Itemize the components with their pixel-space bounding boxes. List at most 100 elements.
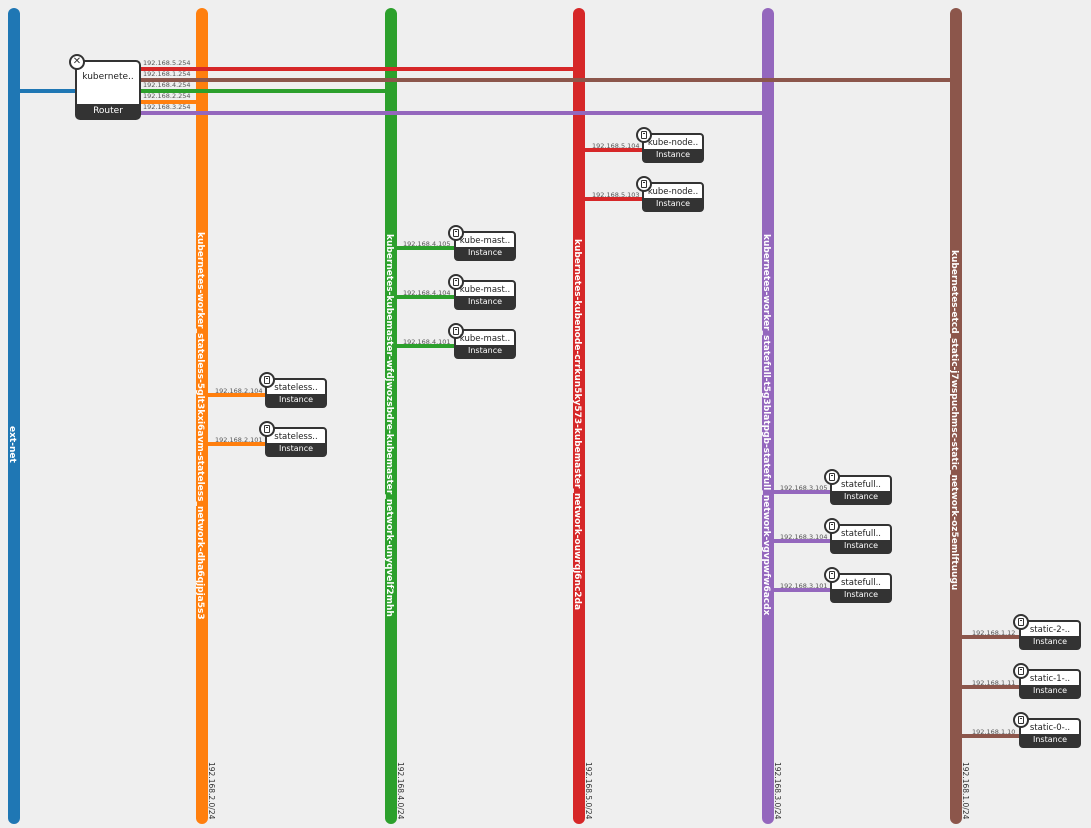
network-stateless[interactable]: kubernetes-worker_stateless-5glt3kxi6avm… [195,8,208,824]
instance-type: Instance [456,247,514,259]
instance-node[interactable]: statefull.. Instance [824,469,892,505]
instance-link [774,588,831,592]
instance-link [962,635,1019,639]
instance-ip: 192.168.4.101 [403,338,451,346]
network-ext-net[interactable]: ext-net [7,8,20,824]
instance-type: Instance [1021,685,1079,697]
instance-node[interactable]: kube-mast.. Instance [448,274,516,310]
instance-type: Instance [644,198,702,210]
instance-node[interactable]: static-0-.. Instance [1013,712,1081,748]
instance-ip: 192.168.5.103 [592,191,640,199]
instance-type: Instance [1021,636,1079,648]
instance-node[interactable]: static-2-.. Instance [1013,614,1081,650]
network-static[interactable]: kubernetes-etcd_static-j7wspuchmsc-stati… [949,8,962,824]
router-link [140,100,199,104]
instance-type: Instance [1021,734,1079,746]
instance-type: Instance [456,345,514,357]
router-gateway-link [20,89,76,93]
router-link [140,89,388,93]
network-name: kubernetes-etcd_static-j7wspuchmsc-stati… [949,250,959,591]
instance-type: Instance [644,149,702,161]
network-cidr: 192.168.5.0/24 [584,762,593,820]
instance-ip: 192.168.1.10 [972,728,1016,736]
router-node[interactable]: ✕ kubernete.. Router [69,54,141,120]
network-kubenode[interactable]: kubernetes-kubenode-crrkun5ky573-kubemas… [572,8,585,824]
instance-ip: 192.168.3.101 [780,582,828,590]
server-icon [448,323,464,339]
instance-type: Instance [267,394,325,406]
server-icon [824,518,840,534]
interface-ip: 192.168.2.254 [143,92,191,100]
router-link [140,78,953,82]
router-icon: ✕ [69,54,85,70]
interface-ip: 192.168.5.254 [143,59,191,67]
instance-type: Instance [832,589,890,601]
interface-ip: 192.168.3.254 [143,103,191,111]
server-icon [636,176,652,192]
instance-node[interactable]: kube-mast.. Instance [448,323,516,359]
instance-name: stateless.. [274,432,318,442]
instance-link [397,344,454,348]
server-icon [259,372,275,388]
instance-ip: 192.168.5.104 [592,142,640,150]
instance-link [208,393,265,397]
instance-name: statefull.. [840,529,882,539]
network-cidr: 192.168.3.0/24 [773,762,782,820]
network-cidr: 192.168.4.0/24 [396,762,405,820]
instance-type: Instance [267,443,325,455]
instance-ip: 192.168.1.11 [972,679,1016,687]
network-name: kubernetes-worker_statefull-t5g3blatpgb-… [761,234,771,616]
instance-link [585,148,642,152]
network-name: ext-net [7,426,17,463]
instance-link [397,295,454,299]
instance-ip: 192.168.2.104 [215,387,263,395]
instance-link [585,197,642,201]
server-icon [448,225,464,241]
router-link [140,67,576,71]
instance-ip: 192.168.4.105 [403,240,451,248]
network-name: kubernetes-kubenode-crrkun5ky573-kubemas… [572,239,582,611]
server-icon [1013,663,1029,679]
instance-node[interactable]: kube-node.. Instance [636,176,704,212]
instance-link [397,246,454,250]
instance-node[interactable]: static-1-.. Instance [1013,663,1081,699]
instance-link [208,442,265,446]
instance-name: static-2-.. [1029,625,1071,635]
instance-ip: 192.168.3.104 [780,533,828,541]
network-kubemaster[interactable]: kubernetes-kubemaster-wfdjwozsbdre-kubem… [384,8,397,824]
network-cidr: 192.168.1.0/24 [961,762,970,820]
server-icon [259,421,275,437]
instance-node[interactable]: statefull.. Instance [824,567,892,603]
instance-node[interactable]: kube-node.. Instance [636,127,704,163]
server-icon [824,469,840,485]
instance-link [962,734,1019,738]
server-icon [1013,712,1029,728]
interface-ip: 192.168.4.254 [143,81,191,89]
instance-type: Instance [832,491,890,503]
network-cidr: 192.168.2.0/24 [207,762,216,820]
instance-name: static-1-.. [1029,674,1071,684]
instance-link [774,539,831,543]
server-icon [636,127,652,143]
router-link [140,111,765,115]
instance-node[interactable]: kube-mast.. Instance [448,225,516,261]
interface-ip: 192.168.1.254 [143,70,191,78]
instance-name: kube-node.. [647,187,699,197]
network-name: kubernetes-worker_stateless-5glt3kxi6avm… [195,232,205,620]
server-icon [1013,614,1029,630]
instance-node[interactable]: statefull.. Instance [824,518,892,554]
instance-node[interactable]: stateless.. Instance [259,421,327,457]
server-icon [824,567,840,583]
instance-name: kube-node.. [647,138,699,148]
network-statefull[interactable]: kubernetes-worker_statefull-t5g3blatpgb-… [761,8,774,824]
instance-node[interactable]: stateless.. Instance [259,372,327,408]
server-icon [448,274,464,290]
instance-name: kube-mast.. [459,285,511,295]
instance-name: stateless.. [274,383,318,393]
instance-link [774,490,831,494]
instance-ip: 192.168.3.105 [780,484,828,492]
instance-type: Instance [832,540,890,552]
instance-ip: 192.168.2.101 [215,436,263,444]
instance-name: statefull.. [840,578,882,588]
instance-type: Instance [456,296,514,308]
